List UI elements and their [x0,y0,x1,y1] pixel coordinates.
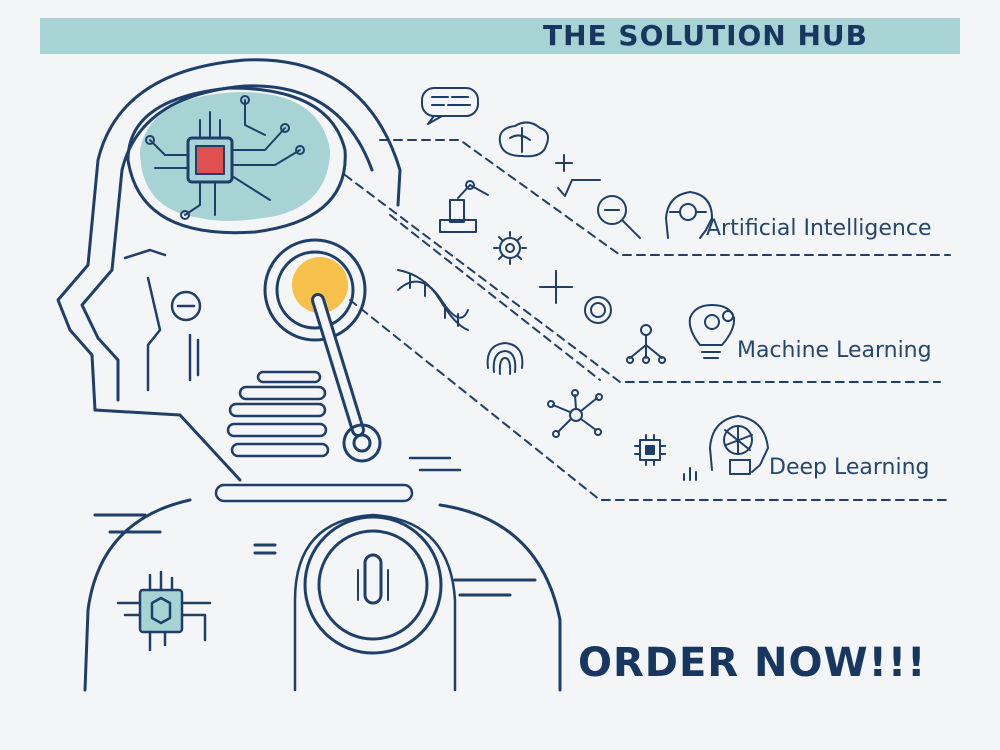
sqrt-icon [557,179,601,197]
order-now-button[interactable]: ORDER NOW!!! [578,640,927,686]
connector-lines [344,139,951,501]
chat-bubble-icon [421,87,479,125]
gear-icon [493,231,527,265]
network-icon [626,324,666,364]
magnifier-icon [597,195,641,239]
chip-icon [634,434,666,466]
face-details [123,248,202,392]
neck-bars [214,370,462,503]
banner-title: THE SOLUTION HUB [543,19,868,52]
title-banner: THE SOLUTION HUB [40,18,960,54]
target-icon [584,296,612,324]
molecule-icon [547,389,603,438]
category-dl-label: Deep Learning [769,455,930,480]
plus-icon [555,154,573,172]
dna-icon [397,269,469,331]
robot-body [83,498,562,692]
fingerprint-icon [486,342,524,375]
category-ml-label: Machine Learning [737,338,932,363]
bar-chart-icon [683,467,697,481]
floating-icons [397,87,697,481]
crosshair-plus-icon [539,270,573,304]
brain-icon [498,121,549,158]
ear-joint [263,238,382,463]
ai-head-icon [665,191,713,239]
brain-chip [126,86,347,235]
neural-head-icon [709,415,769,475]
category-ai-label: Artificial Intelligence [706,216,932,241]
body-chip [116,570,212,652]
robot-arm-icon [439,180,489,233]
gear-bulb-icon [688,304,736,359]
